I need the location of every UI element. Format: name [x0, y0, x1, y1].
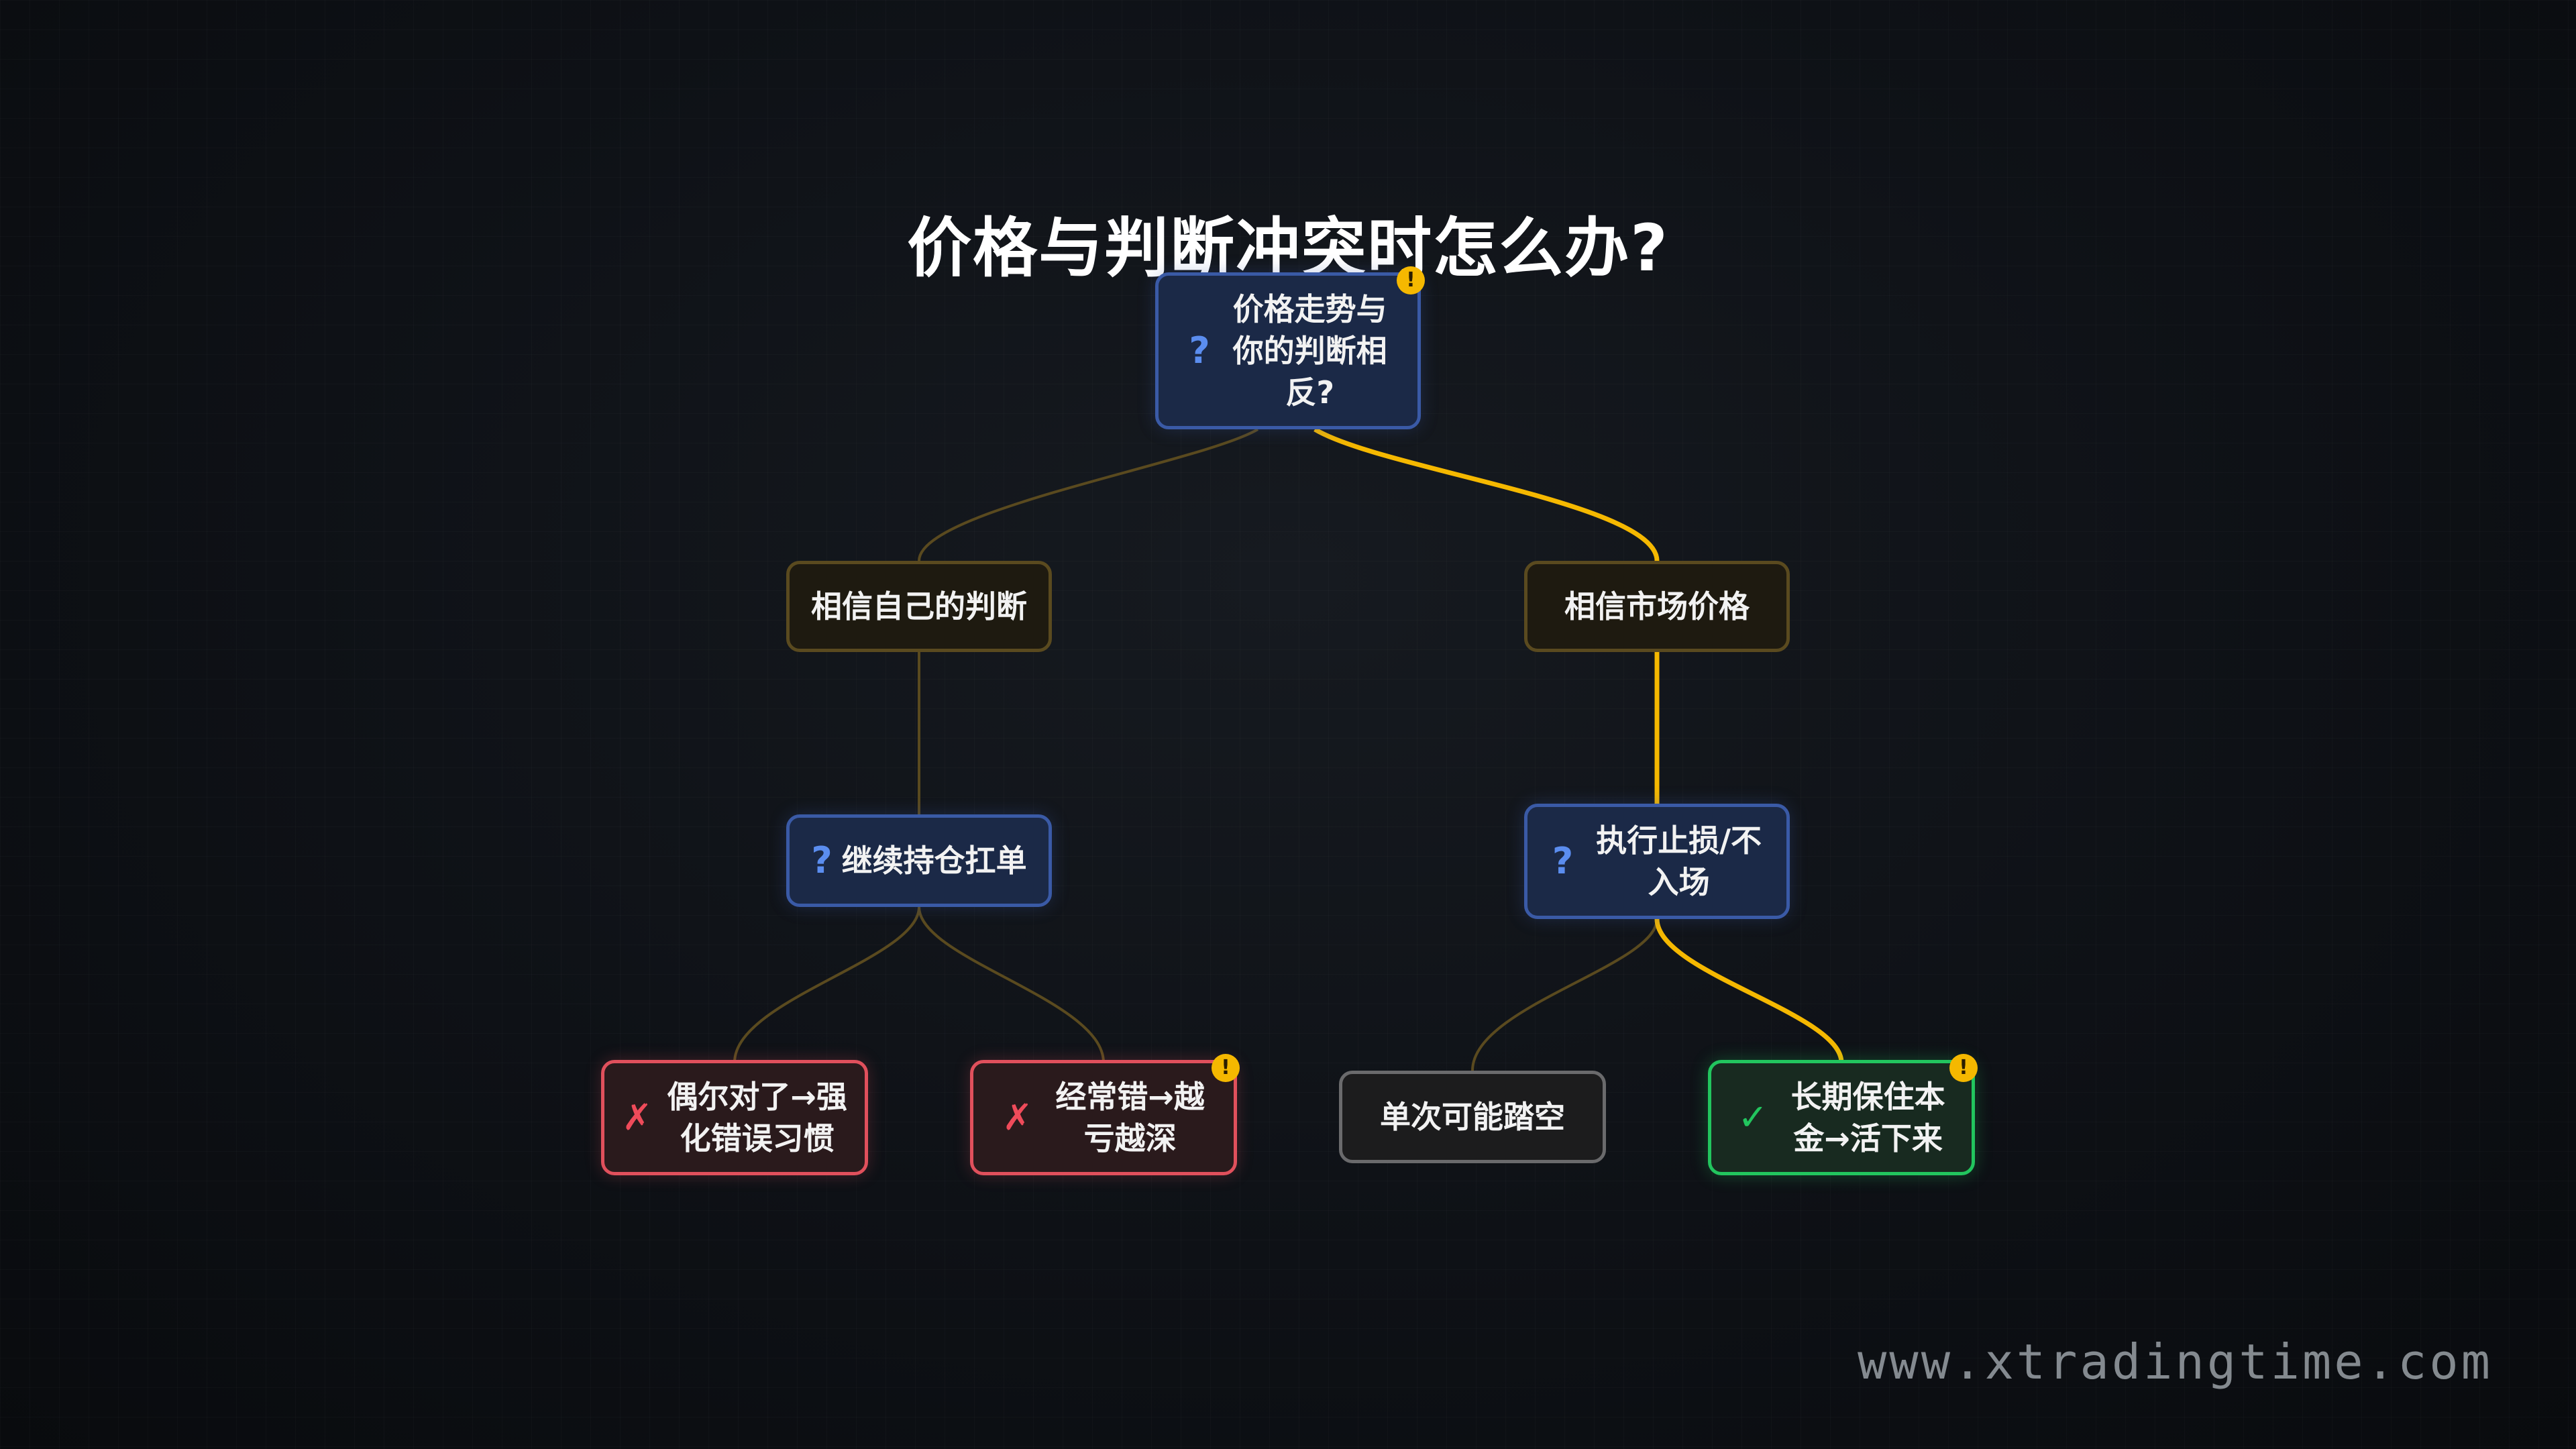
alert-icon: !: [1397, 266, 1425, 294]
node-label: 偶尔对了→强 化错误习惯: [667, 1079, 847, 1157]
node-single-miss[interactable]: 单次可能踏空: [1339, 1071, 1606, 1163]
node-label: 相信自己的判断: [811, 588, 1027, 625]
question-icon: ?: [1552, 840, 1574, 882]
node-preserve-capital[interactable]: ✓ 长期保住本 金→活下来: [1708, 1060, 1975, 1175]
alert-icon: !: [1212, 1054, 1240, 1082]
node-often-wrong[interactable]: ✗ 经常错→越 亏越深: [970, 1060, 1237, 1175]
node-trust-self[interactable]: 相信自己的判断: [786, 561, 1052, 652]
edge-stop-loss-to-preserve-capital: [1654, 918, 1844, 1063]
node-trust-market[interactable]: 相信市场价格: [1524, 561, 1790, 652]
edge-keep-holding-to-occasionally-right: [733, 906, 920, 1063]
edge-stop-loss-to-single-miss: [1471, 918, 1658, 1071]
question-icon: ?: [811, 839, 833, 881]
node-label: 继续持仓扛单: [841, 843, 1027, 879]
node-stop-loss[interactable]: ? 执行止损/不 入场: [1524, 804, 1790, 919]
node-occasionally-right[interactable]: ✗ 偶尔对了→强 化错误习惯: [601, 1060, 868, 1175]
cross-icon: ✗: [1002, 1096, 1033, 1138]
node-label: 执行止损/不 入场: [1596, 822, 1762, 900]
check-icon: ✓: [1737, 1096, 1768, 1138]
edge-root-to-trust-self: [918, 428, 1259, 561]
node-root-question[interactable]: ? 价格走势与 你的判断相 反?: [1155, 272, 1421, 429]
node-label: 经常错→越 亏越深: [1055, 1079, 1205, 1157]
edge-root-to-trust-market: [1313, 427, 1660, 561]
question-icon: ?: [1189, 329, 1210, 372]
node-label: 长期保住本 金→活下来: [1790, 1079, 1945, 1157]
node-label: 相信市场价格: [1564, 588, 1750, 625]
node-keep-holding[interactable]: ? 继续持仓扛单: [786, 814, 1052, 907]
cross-icon: ✗: [622, 1096, 653, 1138]
node-label: 单次可能踏空: [1380, 1099, 1565, 1135]
edge-keep-holding-to-often-wrong: [918, 906, 1105, 1063]
site-watermark: www.xtradingtime.com: [1858, 1334, 2493, 1390]
node-label: 价格走势与 你的判断相 反?: [1232, 291, 1387, 411]
alert-icon: !: [1949, 1054, 1978, 1082]
